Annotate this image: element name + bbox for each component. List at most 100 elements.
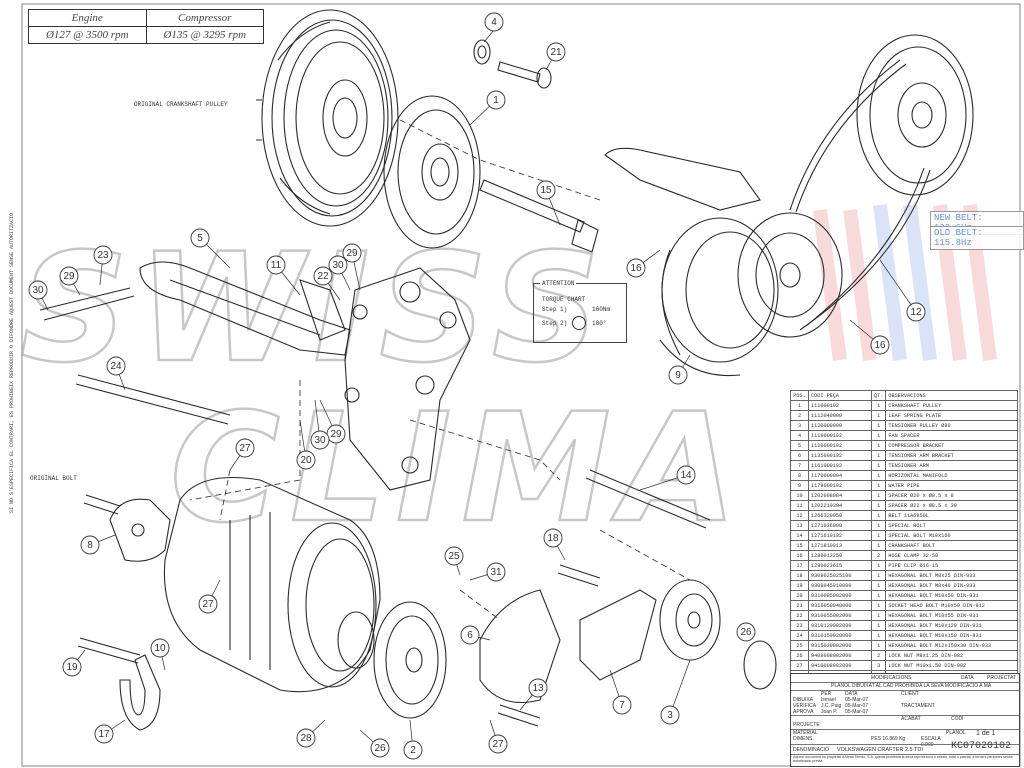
bom-pos: 19 — [790, 580, 809, 591]
callout-11: 11 — [266, 255, 286, 275]
bom-qty: 1 — [870, 590, 887, 601]
belt-part-12 — [789, 59, 931, 331]
bom-code: 1120000102 — [808, 440, 872, 451]
bom-qty: 1 — [870, 610, 887, 621]
callout-label: 30 — [32, 285, 44, 296]
bom-qty: 2 — [870, 550, 887, 561]
tb-aprova-date: 05-Mar-07 — [845, 709, 869, 715]
bom-qty: 1 — [870, 580, 887, 591]
bom-pos: 25 — [790, 640, 809, 651]
bom-code: 9310150020000 — [808, 630, 872, 641]
callout-label: 20 — [300, 455, 312, 466]
bom-code: 1271810013 — [808, 540, 872, 551]
callout-23: 23 — [93, 245, 113, 265]
callout-label: 2 — [410, 745, 416, 756]
callout-17: 17 — [94, 724, 114, 744]
callout-label: 12 — [910, 307, 922, 318]
socket-bolt-part-21 — [497, 61, 552, 89]
bom-pos: 26 — [790, 650, 809, 661]
bom-pos: 23 — [790, 620, 809, 631]
callout-label: 31 — [490, 567, 502, 578]
bom-header-observations: OBSERVACIONS — [885, 390, 1018, 401]
bom-qty: 1 — [870, 410, 887, 421]
tensioner-arm-part-7 — [579, 589, 657, 681]
tb-per: PER — [821, 691, 832, 697]
tensioner-arm-bracket-part-6 — [479, 589, 561, 704]
callout-26: 26 — [736, 622, 756, 642]
tb-escala: ESCALA — [921, 736, 941, 742]
crankshaft-bolt-part-15 — [479, 179, 599, 253]
bom-observation: COMPRESSOR BRACKET — [885, 440, 1018, 451]
sheet-border — [21, 3, 1021, 767]
callout-label: 29 — [330, 429, 342, 440]
attention-box: ATTENTION TORQUE CHART Step 1) 160Nm Ste… — [533, 280, 627, 343]
callout-label: 19 — [66, 662, 78, 673]
callout-label: 24 — [110, 361, 122, 372]
label-original-bolt: ORIGINAL BOLT — [30, 475, 77, 482]
bom-header-qty: QT. — [870, 390, 887, 401]
spec-value-engine: Ø127 @ 3500 rpm — [28, 26, 147, 44]
bom-pos: 6 — [790, 450, 809, 461]
tb-projectat: PROJECTAT — [987, 675, 1016, 681]
spec-value-compressor: Ø135 @ 3295 rpm — [145, 26, 264, 44]
callout-label: 25 — [448, 551, 460, 562]
callout-21: 21 — [546, 42, 566, 62]
bom-header-pos: POS. — [790, 390, 809, 401]
callout-27: 27 — [235, 438, 255, 458]
bom-pos: 24 — [790, 630, 809, 641]
compressor-body — [163, 477, 381, 693]
tb-data: DATA — [845, 691, 858, 697]
tb-verifica: VERIFICA — [793, 703, 817, 709]
bom-observation: SPACER Ø20 x Ø8.5 x 8 — [885, 490, 1018, 501]
tb-codi: CODI — [951, 716, 964, 722]
bom-qty: 1 — [870, 440, 887, 451]
callout-6: 6 — [460, 625, 480, 645]
fan-spacer-part-4 — [473, 39, 491, 65]
bom-observation: SOCKET HEAD BOLT M10x50 DIN-912 — [885, 600, 1018, 611]
callout-26: 26 — [370, 738, 390, 758]
callout-label: 14 — [680, 470, 692, 481]
tb-dibuixa-per: Ismael — [821, 697, 836, 703]
tb-verifica-per: J.C. Puig — [821, 703, 842, 709]
callout-label: 6 — [467, 630, 473, 641]
original-crankshaft-pulley — [256, 9, 399, 227]
callout-label: 18 — [547, 533, 559, 544]
callout-label: 16 — [874, 340, 886, 351]
label-old-belt: OLD BELT: 115.8Hz — [930, 226, 1024, 250]
bom-code: 1161000102 — [808, 460, 872, 471]
bom-pos: 17 — [790, 560, 809, 571]
step2-label: Step 2) — [542, 320, 568, 327]
bom-qty: 1 — [870, 620, 887, 631]
bom-code: 1112040000 — [808, 410, 872, 421]
callout-29: 29 — [342, 243, 362, 263]
callout-27: 27 — [488, 734, 508, 754]
tb-warning: PLANOL DIBUIXAT AL CAD PROHIBIDA LA SEVA… — [831, 683, 992, 689]
tb-dibuixa: DIBUIXA — [793, 697, 814, 703]
callout-31: 31 — [486, 562, 506, 582]
bom-qty: 1 — [870, 460, 887, 471]
bom-qty: 1 — [870, 630, 887, 641]
torque-chart-title: TORQUE CHART — [542, 296, 586, 303]
bom-qty: 1 — [870, 510, 887, 521]
callout-label: 4 — [491, 17, 497, 28]
callout-label: 29 — [346, 248, 358, 259]
bom-observation: HORIZONTAL MANIFOLD — [885, 470, 1018, 481]
bom-qty: 1 — [870, 500, 887, 511]
horizontal-manifold-part-8 — [109, 498, 171, 562]
svg-text:CLIMA: CLIMA — [170, 382, 747, 556]
step1-label: Step 1) — [542, 306, 568, 313]
callout-3: 3 — [660, 705, 680, 725]
bom-observation: HEXAGONAL BOLT M8x25 DIN-933 — [885, 570, 1018, 581]
bom-observation: TENSIONER ARM — [885, 460, 1018, 471]
